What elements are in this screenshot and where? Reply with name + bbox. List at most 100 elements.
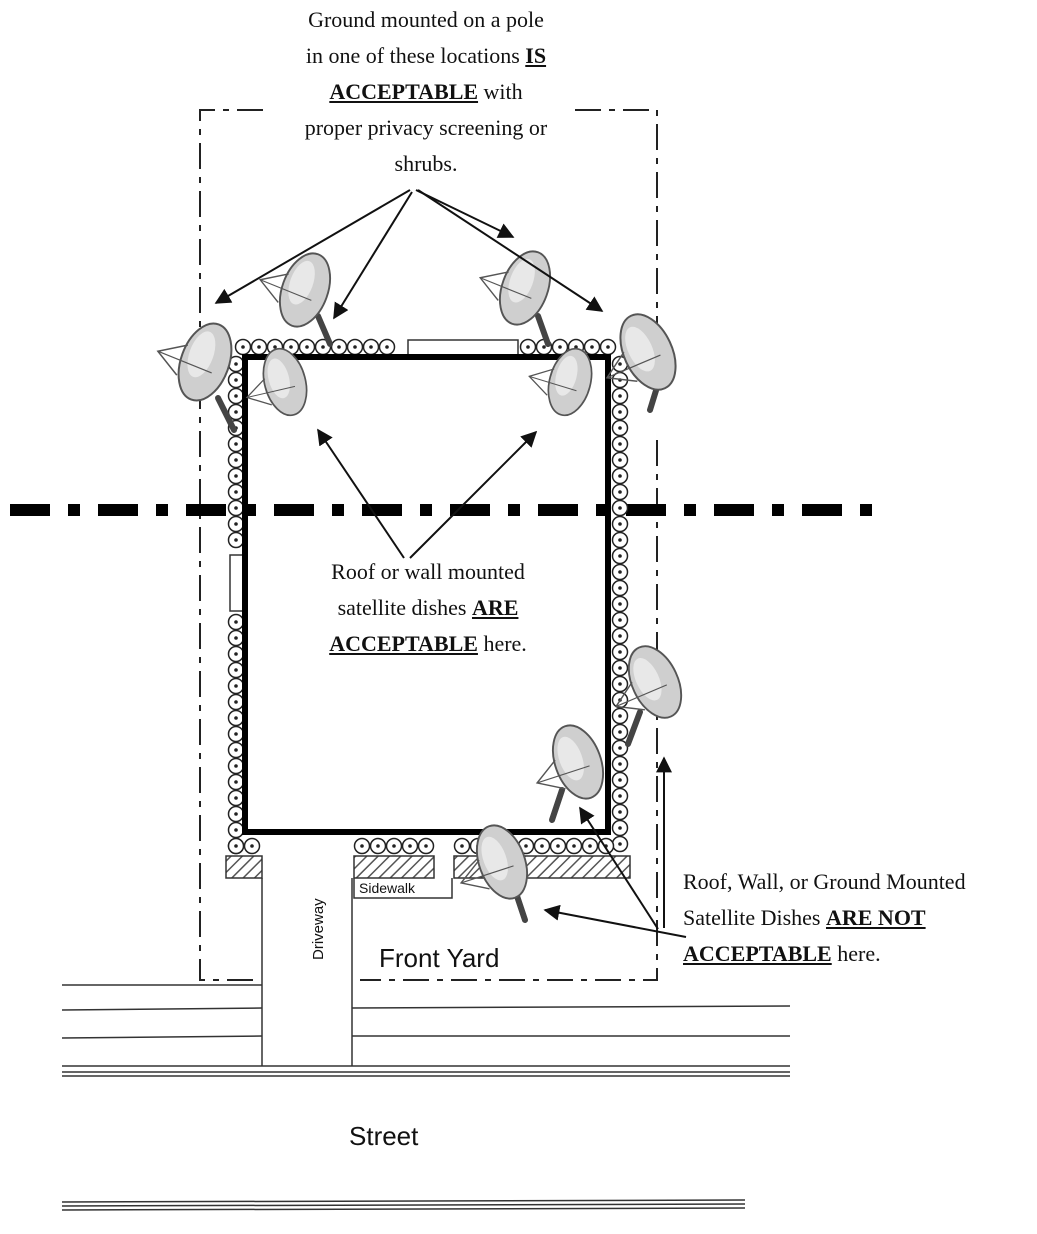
shrub-center <box>241 345 245 349</box>
note-roof-wall-acceptable: Roof or wall mounted satellite dishes AR… <box>329 559 527 656</box>
shrub-center <box>618 394 622 398</box>
shrub-center <box>618 538 622 542</box>
shrub-center <box>234 748 238 752</box>
shrub-center <box>321 345 325 349</box>
shrub-center <box>234 668 238 672</box>
shrub-center <box>618 682 622 686</box>
planting-beds <box>225 855 631 879</box>
driveway <box>261 878 353 1066</box>
satellite-dishes <box>156 250 683 923</box>
pointer-arrows <box>214 189 687 938</box>
shrub-center <box>588 844 592 848</box>
shrub-center <box>540 844 544 848</box>
shrub-center <box>556 844 560 848</box>
shrub-center <box>618 730 622 734</box>
shrub-center <box>234 700 238 704</box>
shrub-center <box>273 345 277 349</box>
shrub-center <box>618 586 622 590</box>
sidewalk-path <box>353 878 453 899</box>
satellite-dish-icon <box>156 322 237 433</box>
shrub-center <box>234 378 238 382</box>
shrub-center <box>234 362 238 366</box>
house-footprint <box>242 354 611 835</box>
shrub-center <box>353 345 357 349</box>
shrub-center <box>234 506 238 510</box>
shrub-center <box>618 650 622 654</box>
sidewalk-label: Sidewalk <box>359 880 416 896</box>
shrub-center <box>257 345 261 349</box>
driveway-label: Driveway <box>310 898 327 960</box>
shrub-center <box>542 345 546 349</box>
satellite-dish-icon <box>605 313 677 413</box>
shrub-center <box>234 780 238 784</box>
shrub-center <box>590 345 594 349</box>
side-window <box>229 554 245 612</box>
shrub-center <box>392 844 396 848</box>
note-not-acceptable: Roof, Wall, or Ground Mounted Satellite … <box>683 869 966 966</box>
shrub-center <box>234 490 238 494</box>
shrub-center <box>618 458 622 462</box>
shrub-center <box>618 826 622 830</box>
shrub-center <box>618 426 622 430</box>
shrub-center <box>618 842 622 846</box>
shrub-center <box>289 345 293 349</box>
satellite-dish-icon <box>478 250 552 347</box>
shrub-center <box>618 714 622 718</box>
shrub-center <box>618 746 622 750</box>
shrub-center <box>234 636 238 640</box>
shrub-center <box>618 602 622 606</box>
shrub-center <box>234 812 238 816</box>
shrub-center <box>250 844 254 848</box>
shrub-center <box>424 844 428 848</box>
satellite-dish-icon <box>459 824 529 923</box>
shrub-center <box>408 844 412 848</box>
shrub-center <box>618 794 622 798</box>
satellite-dish-icon <box>245 347 308 417</box>
shrub-center <box>618 490 622 494</box>
shrub-center <box>572 844 576 848</box>
shrub-center <box>524 844 528 848</box>
shrub-center <box>234 442 238 446</box>
shrub-center <box>385 345 389 349</box>
shrub-center <box>606 345 610 349</box>
shrub-center <box>618 634 622 638</box>
shrub-center <box>618 442 622 446</box>
shrub-center <box>618 666 622 670</box>
shrub-center <box>234 394 238 398</box>
shrub-center <box>234 828 238 832</box>
shrub-center <box>234 844 238 848</box>
shrub-center <box>618 410 622 414</box>
note-ground-acceptable: Ground mounted on a pole in one of these… <box>304 7 548 176</box>
shrub-center <box>618 474 622 478</box>
shrub-center <box>234 522 238 526</box>
shrub-center <box>618 554 622 558</box>
shrub-center <box>234 538 238 542</box>
shrub-border <box>227 338 629 855</box>
shrub-center <box>460 844 464 848</box>
shrub-center <box>369 345 373 349</box>
shrub-center <box>337 345 341 349</box>
shrub-center <box>234 410 238 414</box>
shrub-center <box>376 844 380 848</box>
shrub-center <box>618 618 622 622</box>
shrub-center <box>558 345 562 349</box>
shrub-center <box>234 652 238 656</box>
shrub-center <box>360 844 364 848</box>
shrub-center <box>618 522 622 526</box>
front-yard-label: Front Yard <box>379 943 499 973</box>
shrub-center <box>234 732 238 736</box>
shrub-center <box>618 362 622 366</box>
shrub-center <box>234 796 238 800</box>
satellite-dish-icon <box>258 252 333 347</box>
shrub-center <box>234 458 238 462</box>
shrub-center <box>234 764 238 768</box>
shrub-center <box>305 345 309 349</box>
property-line <box>199 109 658 981</box>
shrub-center <box>234 684 238 688</box>
shrub-center <box>618 506 622 510</box>
shrub-center <box>618 762 622 766</box>
satellite-dish-icon <box>614 645 683 747</box>
shrub-center <box>234 716 238 720</box>
shrub-center <box>618 570 622 574</box>
